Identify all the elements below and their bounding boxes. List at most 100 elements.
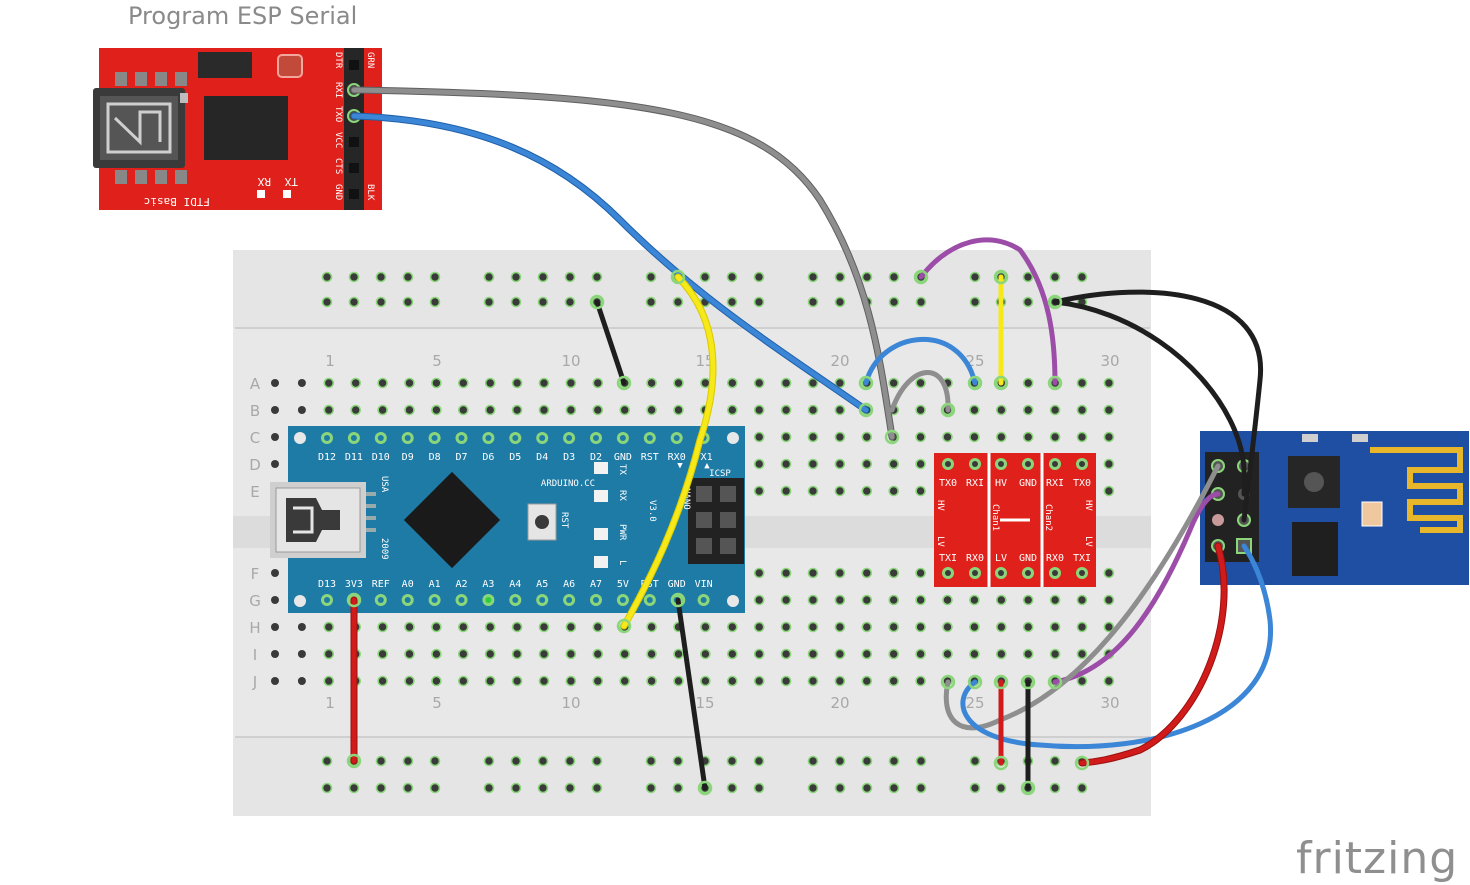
- breadboard-hole[interactable]: [1104, 406, 1113, 414]
- breadboard-hole[interactable]: [1024, 379, 1033, 387]
- rail-hole[interactable]: [566, 273, 574, 281]
- breadboard-hole[interactable]: [271, 379, 279, 387]
- breadboard-hole[interactable]: [1024, 623, 1033, 631]
- breadboard-hole[interactable]: [566, 379, 575, 387]
- breadboard-hole[interactable]: [916, 460, 925, 468]
- breadboard-hole[interactable]: [647, 623, 656, 631]
- breadboard-hole[interactable]: [835, 406, 844, 414]
- breadboard-hole[interactable]: [943, 623, 952, 631]
- rail-hole[interactable]: [836, 757, 844, 765]
- breadboard-hole[interactable]: [271, 406, 279, 414]
- breadboard-hole[interactable]: [755, 379, 764, 387]
- breadboard-hole[interactable]: [324, 623, 333, 631]
- rail-hole[interactable]: [836, 298, 844, 306]
- rail-hole[interactable]: [593, 273, 601, 281]
- breadboard-hole[interactable]: [1051, 406, 1060, 414]
- rail-hole[interactable]: [566, 757, 574, 765]
- rail-hole[interactable]: [323, 273, 331, 281]
- rail-hole[interactable]: [971, 757, 979, 765]
- breadboard-hole[interactable]: [916, 379, 925, 387]
- rail-hole[interactable]: [890, 273, 898, 281]
- rail-hole[interactable]: [323, 784, 331, 792]
- rail-hole[interactable]: [1078, 784, 1086, 792]
- breadboard-hole[interactable]: [271, 650, 279, 658]
- breadboard-hole[interactable]: [862, 433, 871, 441]
- breadboard-hole[interactable]: [271, 677, 279, 685]
- breadboard-hole[interactable]: [1104, 433, 1113, 441]
- breadboard-hole[interactable]: [1104, 677, 1113, 685]
- breadboard-hole[interactable]: [432, 650, 441, 658]
- breadboard-hole[interactable]: [782, 650, 791, 658]
- breadboard-hole[interactable]: [970, 596, 979, 604]
- breadboard-hole[interactable]: [862, 569, 871, 577]
- breadboard-hole[interactable]: [271, 623, 279, 631]
- breadboard-hole[interactable]: [405, 650, 414, 658]
- breadboard-hole[interactable]: [459, 406, 468, 414]
- breadboard-hole[interactable]: [324, 677, 333, 685]
- breadboard-hole[interactable]: [1078, 433, 1086, 441]
- breadboard-hole[interactable]: [271, 460, 279, 468]
- rail-hole[interactable]: [863, 757, 871, 765]
- rail-hole[interactable]: [1078, 273, 1086, 281]
- breadboard-hole[interactable]: [513, 650, 522, 658]
- breadboard-hole[interactable]: [566, 623, 575, 631]
- rail-hole[interactable]: [917, 784, 925, 792]
- breadboard-hole[interactable]: [405, 406, 414, 414]
- rail-hole[interactable]: [809, 273, 817, 281]
- rail-hole[interactable]: [539, 784, 547, 792]
- breadboard-hole[interactable]: [647, 379, 656, 387]
- breadboard-hole[interactable]: [1104, 623, 1113, 631]
- rail-hole[interactable]: [431, 784, 439, 792]
- breadboard-hole[interactable]: [835, 433, 844, 441]
- breadboard-hole[interactable]: [647, 677, 656, 685]
- breadboard-hole[interactable]: [674, 379, 683, 387]
- rail-hole[interactable]: [647, 273, 655, 281]
- breadboard-hole[interactable]: [782, 596, 791, 604]
- rail-hole[interactable]: [485, 784, 493, 792]
- breadboard-hole[interactable]: [459, 623, 468, 631]
- breadboard-hole[interactable]: [970, 406, 979, 414]
- rail-hole[interactable]: [404, 757, 412, 765]
- breadboard-hole[interactable]: [378, 379, 387, 387]
- rail-hole[interactable]: [539, 757, 547, 765]
- breadboard-hole[interactable]: [593, 623, 602, 631]
- rail-hole[interactable]: [890, 757, 898, 765]
- rail-hole[interactable]: [1024, 298, 1032, 306]
- breadboard-hole[interactable]: [782, 677, 791, 685]
- breadboard-hole[interactable]: [1024, 406, 1033, 414]
- rail-hole[interactable]: [431, 298, 439, 306]
- rail-hole[interactable]: [539, 298, 547, 306]
- breadboard-hole[interactable]: [755, 623, 764, 631]
- breadboard-hole[interactable]: [513, 623, 522, 631]
- breadboard-hole[interactable]: [271, 596, 279, 604]
- breadboard-hole[interactable]: [755, 460, 764, 468]
- rail-hole[interactable]: [809, 757, 817, 765]
- breadboard-hole[interactable]: [809, 623, 817, 631]
- breadboard-hole[interactable]: [862, 677, 871, 685]
- rail-hole[interactable]: [1024, 273, 1032, 281]
- breadboard-hole[interactable]: [809, 650, 817, 658]
- breadboard-hole[interactable]: [271, 433, 279, 441]
- rail-hole[interactable]: [674, 298, 682, 306]
- breadboard-hole[interactable]: [809, 596, 817, 604]
- breadboard-hole[interactable]: [835, 487, 844, 495]
- breadboard-hole[interactable]: [755, 650, 764, 658]
- rail-hole[interactable]: [377, 784, 385, 792]
- breadboard-hole[interactable]: [513, 406, 522, 414]
- breadboard-hole[interactable]: [324, 650, 333, 658]
- breadboard-hole[interactable]: [809, 487, 817, 495]
- rail-hole[interactable]: [701, 273, 709, 281]
- breadboard-hole[interactable]: [1104, 596, 1113, 604]
- breadboard-hole[interactable]: [835, 569, 844, 577]
- breadboard-hole[interactable]: [809, 433, 817, 441]
- breadboard-hole[interactable]: [540, 650, 548, 658]
- rail-hole[interactable]: [566, 784, 574, 792]
- breadboard-hole[interactable]: [378, 406, 387, 414]
- rail-hole[interactable]: [755, 757, 763, 765]
- breadboard-hole[interactable]: [782, 379, 791, 387]
- breadboard-hole[interactable]: [459, 379, 468, 387]
- rail-hole[interactable]: [431, 757, 439, 765]
- rail-hole[interactable]: [404, 273, 412, 281]
- breadboard-hole[interactable]: [1104, 460, 1113, 468]
- rail-hole[interactable]: [539, 273, 547, 281]
